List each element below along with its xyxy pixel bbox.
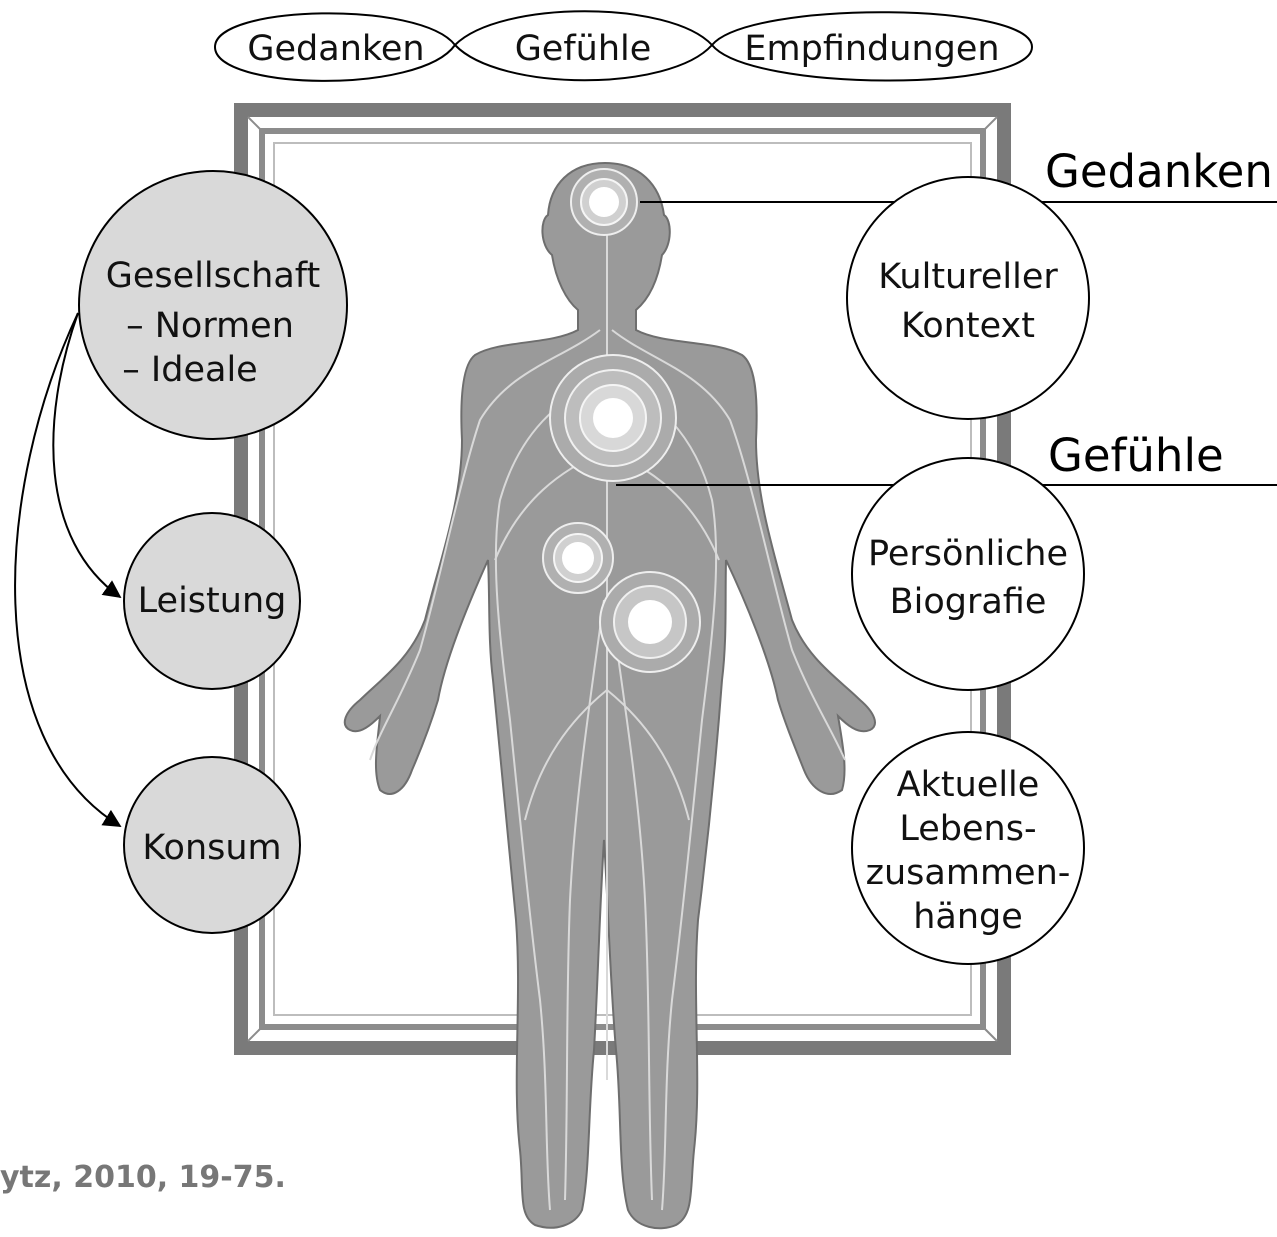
heading-gefuehle: Gefühle [1048,429,1224,482]
loop-label-gedanken: Gedanken [247,29,424,69]
lebens-line-3: zusammen- [866,853,1071,893]
nerve-lines [370,200,845,1210]
heading-gedanken: Gedanken [1045,145,1273,198]
biografie-line-1: Persönliche [868,534,1068,574]
kultur-line-2: Kontext [901,306,1035,346]
lebens-line-2: Lebens- [899,809,1036,849]
biografie-line-2: Biografie [890,582,1047,622]
circle-leistung: Leistung [124,513,300,689]
top-loop: Gedanken Gefühle Empfindungen [215,11,1032,81]
loop-label-empfindungen: Empfindungen [744,29,999,69]
circle-kultureller-kontext: Kultureller Kontext [847,177,1089,419]
leistung-label: Leistung [138,581,287,621]
circle-persoenliche-biografie: Persönliche Biografie [852,458,1084,690]
arrow-to-konsum [15,313,120,826]
gesellschaft-ideale: – Ideale [122,350,257,390]
citation-fragment: ytz, 2010, 19-75. [0,1160,286,1195]
lebens-line-1: Aktuelle [897,765,1040,805]
human-body-figure [345,163,875,1228]
gesellschaft-normen: – Normen [126,306,294,346]
gesellschaft-title: Gesellschaft [106,256,320,296]
circle-gesellschaft: Gesellschaft – Normen – Ideale [79,171,347,439]
loop-label-gefuehle: Gefühle [515,29,652,69]
circle-aktuelle-lebenszusammenhaenge: Aktuelle Lebens- zusammen- hänge [852,732,1084,964]
influence-arrows [15,313,120,826]
circle-konsum: Konsum [124,757,300,933]
lebens-line-4: hänge [913,897,1023,937]
kultur-line-1: Kultureller [878,257,1058,297]
konsum-label: Konsum [142,828,281,868]
